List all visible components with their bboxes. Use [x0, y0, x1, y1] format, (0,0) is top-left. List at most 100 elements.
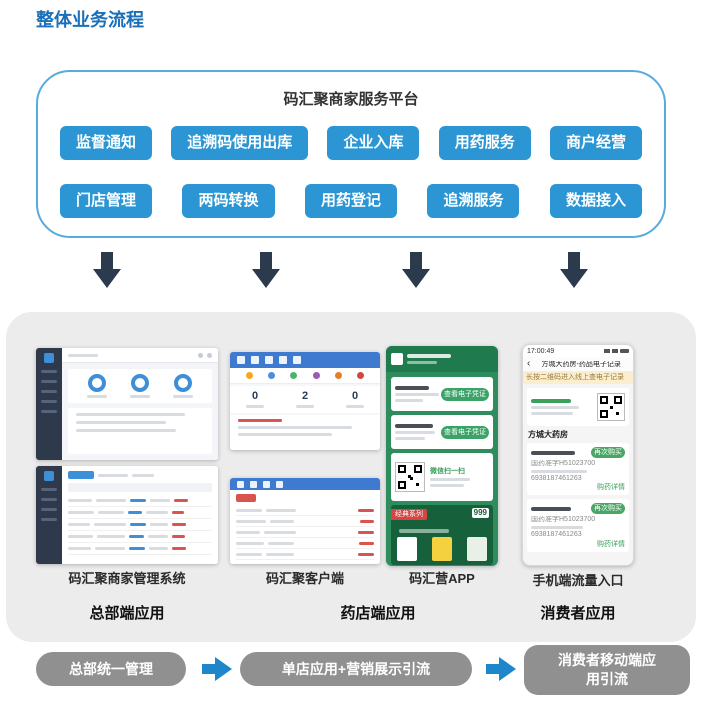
text-placeholder [346, 405, 364, 408]
medicine-card: 查看电子凭证 [391, 377, 493, 411]
text-placeholder [87, 395, 108, 398]
text-placeholder [41, 400, 57, 403]
medicine-detail-link: 购药详情 [597, 484, 625, 492]
flow-step-hq[interactable]: 总部统一管理 [36, 652, 186, 686]
admin-table-area [62, 466, 218, 564]
client-notices [230, 415, 380, 450]
promo-banner: 经典系列 999 [391, 505, 493, 565]
page-title: 整体业务流程 [36, 10, 144, 30]
label-client: 码汇聚客户端 [265, 571, 344, 586]
text-placeholder [430, 477, 470, 481]
menu-icon [251, 356, 259, 364]
table-row [68, 495, 212, 507]
wechat-qr-card: 微信扫一扫 [391, 453, 493, 501]
text-placeholder [129, 395, 150, 398]
status-bar: 17:00:49 [523, 345, 633, 357]
category-consumer: 消费者应用 [540, 605, 616, 622]
chip-medication-service[interactable]: 用药服务 [438, 126, 531, 160]
category-store: 药店端应用 [340, 605, 416, 622]
text-placeholder [395, 386, 429, 390]
table-row [68, 531, 212, 543]
screenshot-admin-table [36, 466, 218, 564]
app-icon [312, 372, 320, 379]
order-row [236, 527, 374, 538]
chip-data-access[interactable]: 数据接入 [549, 184, 642, 218]
text-placeholder [395, 431, 435, 434]
stat-value: 0 [251, 390, 259, 402]
flow-step-consumer-label: 消费者移动端应用引流 [558, 652, 656, 687]
text-placeholder [41, 370, 57, 373]
app-icon [267, 372, 275, 379]
order-row [236, 538, 374, 549]
qr-caption: 微信扫一扫 [430, 467, 465, 475]
text-placeholder [41, 390, 57, 393]
approval-number: 国药准字H51023700 [531, 460, 596, 467]
product-image [432, 537, 452, 561]
approval-number: 国药准字H51023700 [531, 516, 596, 524]
primary-button [68, 471, 94, 479]
menu-icon [276, 480, 283, 488]
chip-store-management[interactable]: 门店管理 [60, 184, 153, 218]
text-placeholder [41, 410, 57, 413]
right-arrow-icon [202, 657, 232, 681]
screenshot-admin-dashboard [36, 348, 218, 460]
app-icon [290, 372, 298, 379]
text-placeholder [531, 506, 571, 511]
text-placeholder [430, 483, 464, 487]
signal-icon [604, 349, 610, 353]
text-placeholder [41, 488, 57, 491]
text-placeholder [407, 354, 451, 358]
chip-supervise-notify[interactable]: 监督通知 [60, 126, 153, 160]
app-body: 查看电子凭证 查看电子凭证 微信扫一扫 [386, 372, 498, 566]
phone-body: 方城大药房 再次购买 国药准字H51023700 6938187461263 购… [523, 384, 633, 556]
admin-main [62, 348, 218, 460]
buy-again-button: 再次购买 [591, 503, 625, 515]
text-placeholder [531, 469, 587, 473]
text-placeholder [41, 518, 57, 521]
product-image [397, 537, 417, 561]
chip-trace-service[interactable]: 追溯服务 [427, 184, 520, 218]
chip-two-code-convert[interactable]: 两码转换 [182, 184, 275, 218]
avatar [198, 352, 203, 358]
wifi-icon [612, 349, 618, 353]
text-placeholder [395, 393, 439, 396]
danger-button [236, 494, 256, 502]
clock-text: 17:00:49 [527, 347, 555, 355]
chip-merchant-operation[interactable]: 商户经营 [549, 126, 642, 160]
product-thumbnails [397, 537, 487, 561]
platform-title: 码汇聚商家服务平台 [283, 91, 419, 108]
bell-icon [207, 352, 212, 358]
page-heading: 方城大药房-药品电子记录 [541, 360, 621, 368]
text-placeholder [531, 450, 575, 455]
stat-block: 2 [296, 391, 314, 408]
back-icon: ‹ [527, 358, 531, 369]
menu-icon [237, 480, 244, 488]
stat-block: 0 [346, 391, 364, 408]
stat-donut [87, 374, 108, 398]
client-topbar [230, 478, 380, 490]
flow-step-consumer[interactable]: 消费者移动端应用引流 [524, 645, 690, 695]
admin-topbar [62, 348, 218, 363]
down-arrow-icon [93, 252, 121, 290]
flow-step-store[interactable]: 单店应用+营销展示引流 [240, 652, 472, 686]
down-arrow-icon [402, 252, 430, 290]
chip-enterprise-inbound[interactable]: 企业入库 [327, 126, 420, 160]
applications-panel: 码汇聚商家管理系统 总部端应用 0 2 0 [6, 312, 696, 642]
menu-icon [293, 356, 301, 364]
text-placeholder [531, 399, 571, 403]
text-placeholder [41, 508, 57, 511]
chip-trace-code-outbound[interactable]: 追溯码使用出库 [171, 126, 309, 160]
table-row [68, 543, 212, 555]
stat-donut [172, 374, 193, 398]
view-cert-button: 查看电子凭证 [441, 425, 489, 439]
barcode-number: 6938187461263 [531, 474, 582, 482]
logo-icon [391, 353, 403, 365]
chip-medication-register[interactable]: 用药登记 [304, 184, 397, 218]
qr-code [395, 462, 425, 492]
menu-icon [237, 356, 245, 364]
text-placeholder [76, 413, 185, 416]
order-row [236, 505, 374, 516]
screenshot-client-dashboard: 0 2 0 [230, 352, 380, 450]
client-order-list [230, 490, 380, 564]
